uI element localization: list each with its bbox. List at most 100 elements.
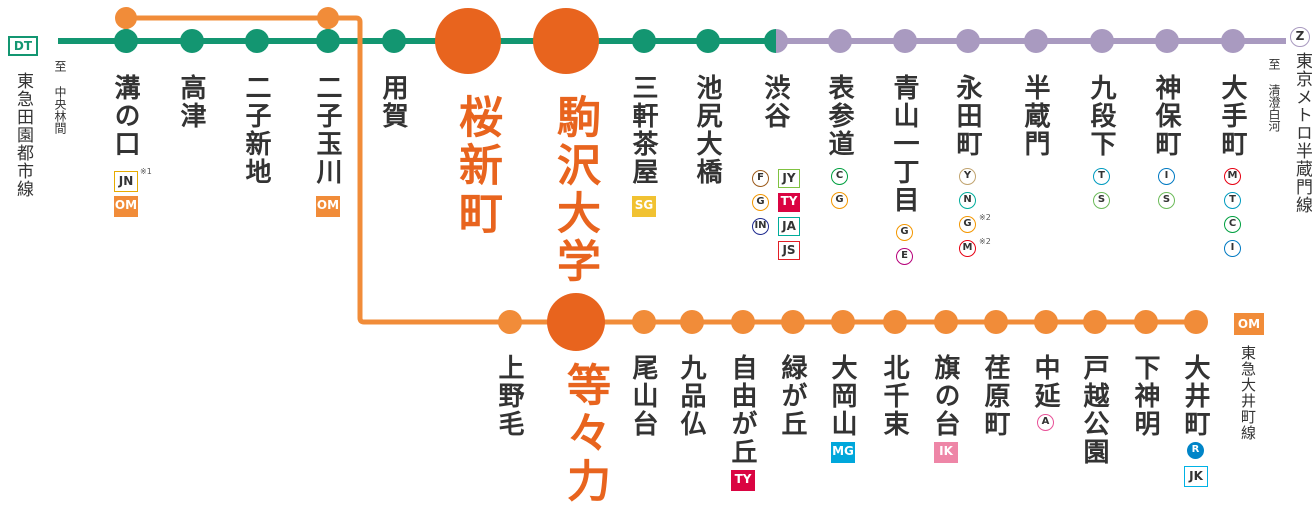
station-name: 緑が丘 [777,354,807,438]
station-node-major [533,8,599,74]
transfer-line-mark: G [831,192,848,209]
station-name: 北千束 [879,354,909,438]
station-name-major: 等々力 [559,362,610,506]
station-node [632,29,656,53]
station-node [831,310,855,334]
hanzomon-line-code: Z [1290,27,1310,47]
station-node-major [547,293,605,351]
transfer-line-mark: T [1093,168,1110,185]
station-node [316,29,340,53]
station-node [781,310,805,334]
station-node [1024,29,1048,53]
station-name-major: 桜新町 [451,94,502,238]
station-node [1221,29,1245,53]
station-name: 九品仏 [676,354,706,438]
transfer-line-mark: F [752,170,769,187]
station-name: 表参道 [824,74,854,158]
transfer-line-badge: TY [731,470,755,491]
footnote-mark: ※2 [979,213,991,222]
transfer-line-mark: G [896,224,913,241]
station-node [696,29,720,53]
transfer-line-mark: C [831,168,848,185]
station-name: 尾山台 [628,354,658,438]
station-name: 大岡山 [827,354,857,438]
station-node [883,310,907,334]
transfer-line-mark: IN [752,218,769,235]
station-node-shibuya-dt [764,29,776,53]
transfer-line-mark: R [1187,442,1204,459]
station-node [1083,310,1107,334]
station-name: 大井町 [1180,354,1210,438]
hanzomon-direction-label: 至 清澄白河 [1267,58,1281,132]
station-node [1155,29,1179,53]
station-name-major: 駒沢大学 [549,94,600,286]
transfer-line-mark: N [959,192,976,209]
dt-direction-label: 至 中央林間 [53,60,67,134]
transfer-line-badge: JN [114,171,138,192]
station-name: 永田町 [952,74,982,158]
station-node [934,310,958,334]
station-name: 二子玉川 [312,74,342,186]
transfer-line-badge: MG [831,442,855,463]
station-name: 大手町 [1217,74,1247,158]
transfer-line-mark: M [1224,168,1241,185]
station-node [382,29,406,53]
station-name: 旗の台 [930,354,960,438]
dt-line-name: 東急田園都市線 [13,72,33,198]
transfer-line-badge: JY [778,169,800,188]
station-name: 上野毛 [494,354,524,438]
om-node-futakotamagawa [317,7,339,29]
station-name: 下神明 [1130,354,1160,438]
station-node [114,29,138,53]
transfer-line-badge: IK [934,442,958,463]
station-name: 九段下 [1086,74,1116,158]
station-name: 渋谷 [760,74,790,130]
transfer-line-mark: G [752,194,769,211]
transfer-line-mark: I [1158,168,1175,185]
footnote-mark: ※2 [979,237,991,246]
station-node [632,310,656,334]
station-name: 三軒茶屋 [628,74,658,186]
station-name: 青山一丁目 [889,74,919,214]
station-node [984,310,1008,334]
station-node [180,29,204,53]
transfer-line-badge: OM [114,196,138,217]
station-node [1034,310,1058,334]
transfer-line-mark: S [1158,192,1175,209]
transfer-line-mark: T [1224,192,1241,209]
hanzomon-line-name: 東京メトロ半蔵門線 [1292,52,1312,214]
station-name: 用賀 [378,74,408,130]
transfer-line-mark: I [1224,240,1241,257]
transfer-line-badge: OM [316,196,340,217]
transfer-line-mark: Y [959,168,976,185]
transfer-line-badge: JK [1184,466,1208,487]
station-node [1134,310,1158,334]
station-node-major [435,8,501,74]
station-node [1090,29,1114,53]
station-name: 二子新地 [241,74,271,186]
station-name: 神保町 [1151,74,1181,158]
station-node [245,29,269,53]
station-name: 中延 [1030,354,1060,410]
transfer-line-mark: C [1224,216,1241,233]
station-node [498,310,522,334]
om-line-code: OM [1234,313,1264,335]
transfer-line-mark: A [1037,414,1054,431]
station-node [956,29,980,53]
transfer-line-badge: JS [778,241,800,260]
transfer-line-mark: G [959,216,976,233]
transfer-line-badge: SG [632,196,656,217]
station-name: 池尻大橋 [692,74,722,186]
station-node [893,29,917,53]
station-name: 半蔵門 [1020,74,1050,158]
station-node [1184,310,1208,334]
transfer-line-mark: M [959,240,976,257]
dt-line-code: DT [8,36,38,56]
station-node [680,310,704,334]
om-node-mizonokuchi [115,7,137,29]
station-node [731,310,755,334]
om-line-name: 東急大井町線 [1239,345,1257,441]
transfer-line-badge: TY [778,193,800,212]
